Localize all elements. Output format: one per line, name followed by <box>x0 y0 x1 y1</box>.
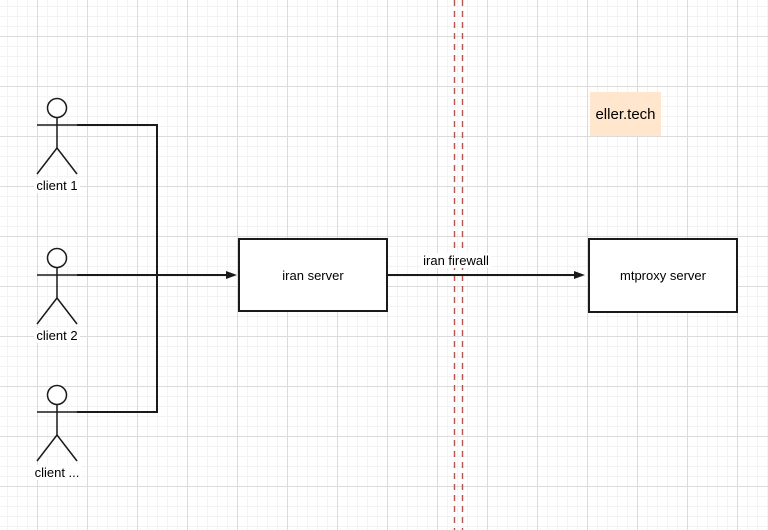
mtproxy-server-label: mtproxy server <box>620 268 706 283</box>
iran-server-label: iran server <box>282 267 344 283</box>
eller-tech-badge-label: eller.tech <box>595 105 656 123</box>
client-2-label: client 2 <box>34 328 80 343</box>
client-1-label: client 1 <box>34 178 80 193</box>
eller-tech-badge[interactable]: eller.tech <box>590 92 661 136</box>
client-3-label: client ... <box>32 465 82 480</box>
actor-client-3-icon[interactable] <box>36 384 78 462</box>
actor-client-2-icon[interactable] <box>36 247 78 325</box>
iran-firewall-label: iran firewall <box>421 253 491 268</box>
clients-junction-connector[interactable] <box>77 124 158 413</box>
actor-client-1-icon[interactable] <box>36 97 78 175</box>
node-mtproxy-server[interactable]: mtproxy server <box>588 238 738 313</box>
node-iran-server[interactable]: iran server <box>238 238 388 312</box>
